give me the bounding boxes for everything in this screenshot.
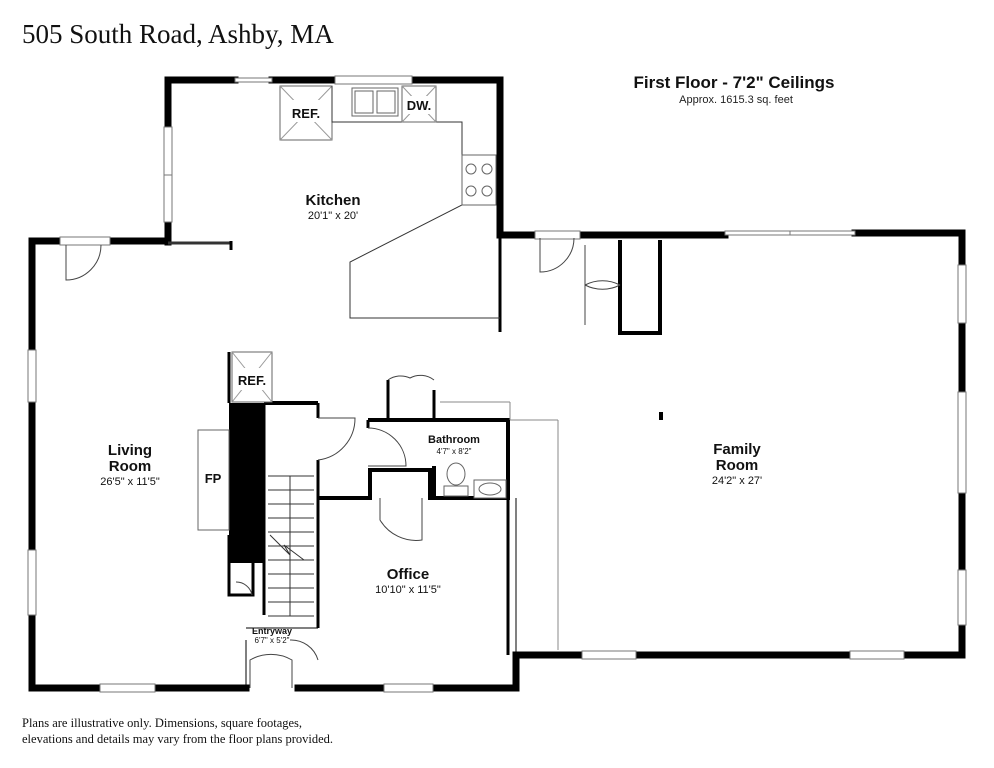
room-labels: Kitchen 20'1" x 20' Living Room 26'5" x … (100, 192, 762, 645)
kitchen-ref-label: REF. (292, 106, 320, 121)
living-room-dims: 26'5" x 11'5" (100, 476, 160, 488)
address-title: 505 South Road, Ashby, MA (22, 19, 334, 49)
bathroom-dims: 4'7" x 8'2" (437, 447, 472, 456)
windows (27, 75, 967, 693)
disclaimer-line-2: elevations and details may vary from the… (22, 732, 333, 746)
bathroom-name: Bathroom (428, 434, 480, 446)
office-dims: 10'10" x 11'5" (375, 584, 441, 596)
family-room-dims: 24'2" x 27' (712, 475, 762, 487)
interior-walls (168, 235, 663, 688)
floor-title: First Floor - 7'2" Ceilings (633, 73, 834, 92)
family-room-name-2: Room (716, 457, 759, 474)
kitchen-fixtures: REF. DW. (279, 85, 500, 319)
doors (59, 230, 621, 688)
living-ref-label: REF. (238, 373, 266, 388)
staircase (268, 475, 314, 617)
disclaimer-line-1: Plans are illustrative only. Dimensions,… (22, 716, 302, 730)
square-footage: Approx. 1615.3 sq. feet (679, 94, 793, 106)
living-fixtures: REF. FP (197, 351, 273, 531)
dishwasher-label: DW. (407, 98, 432, 113)
entryway-name: Entryway (252, 626, 292, 636)
kitchen-name: Kitchen (305, 192, 360, 209)
living-room-name-2: Room (109, 458, 152, 475)
fireplace-label: FP (205, 471, 222, 486)
living-room-name-1: Living (108, 442, 152, 459)
family-room-name-1: Family (713, 441, 761, 458)
entryway-dims: 6'7" x 5'2" (255, 636, 290, 645)
exterior-walls (28, 76, 966, 692)
bathroom-fixtures (443, 462, 507, 499)
office-name: Office (387, 566, 430, 583)
kitchen-dims: 20'1" x 20' (308, 210, 358, 222)
